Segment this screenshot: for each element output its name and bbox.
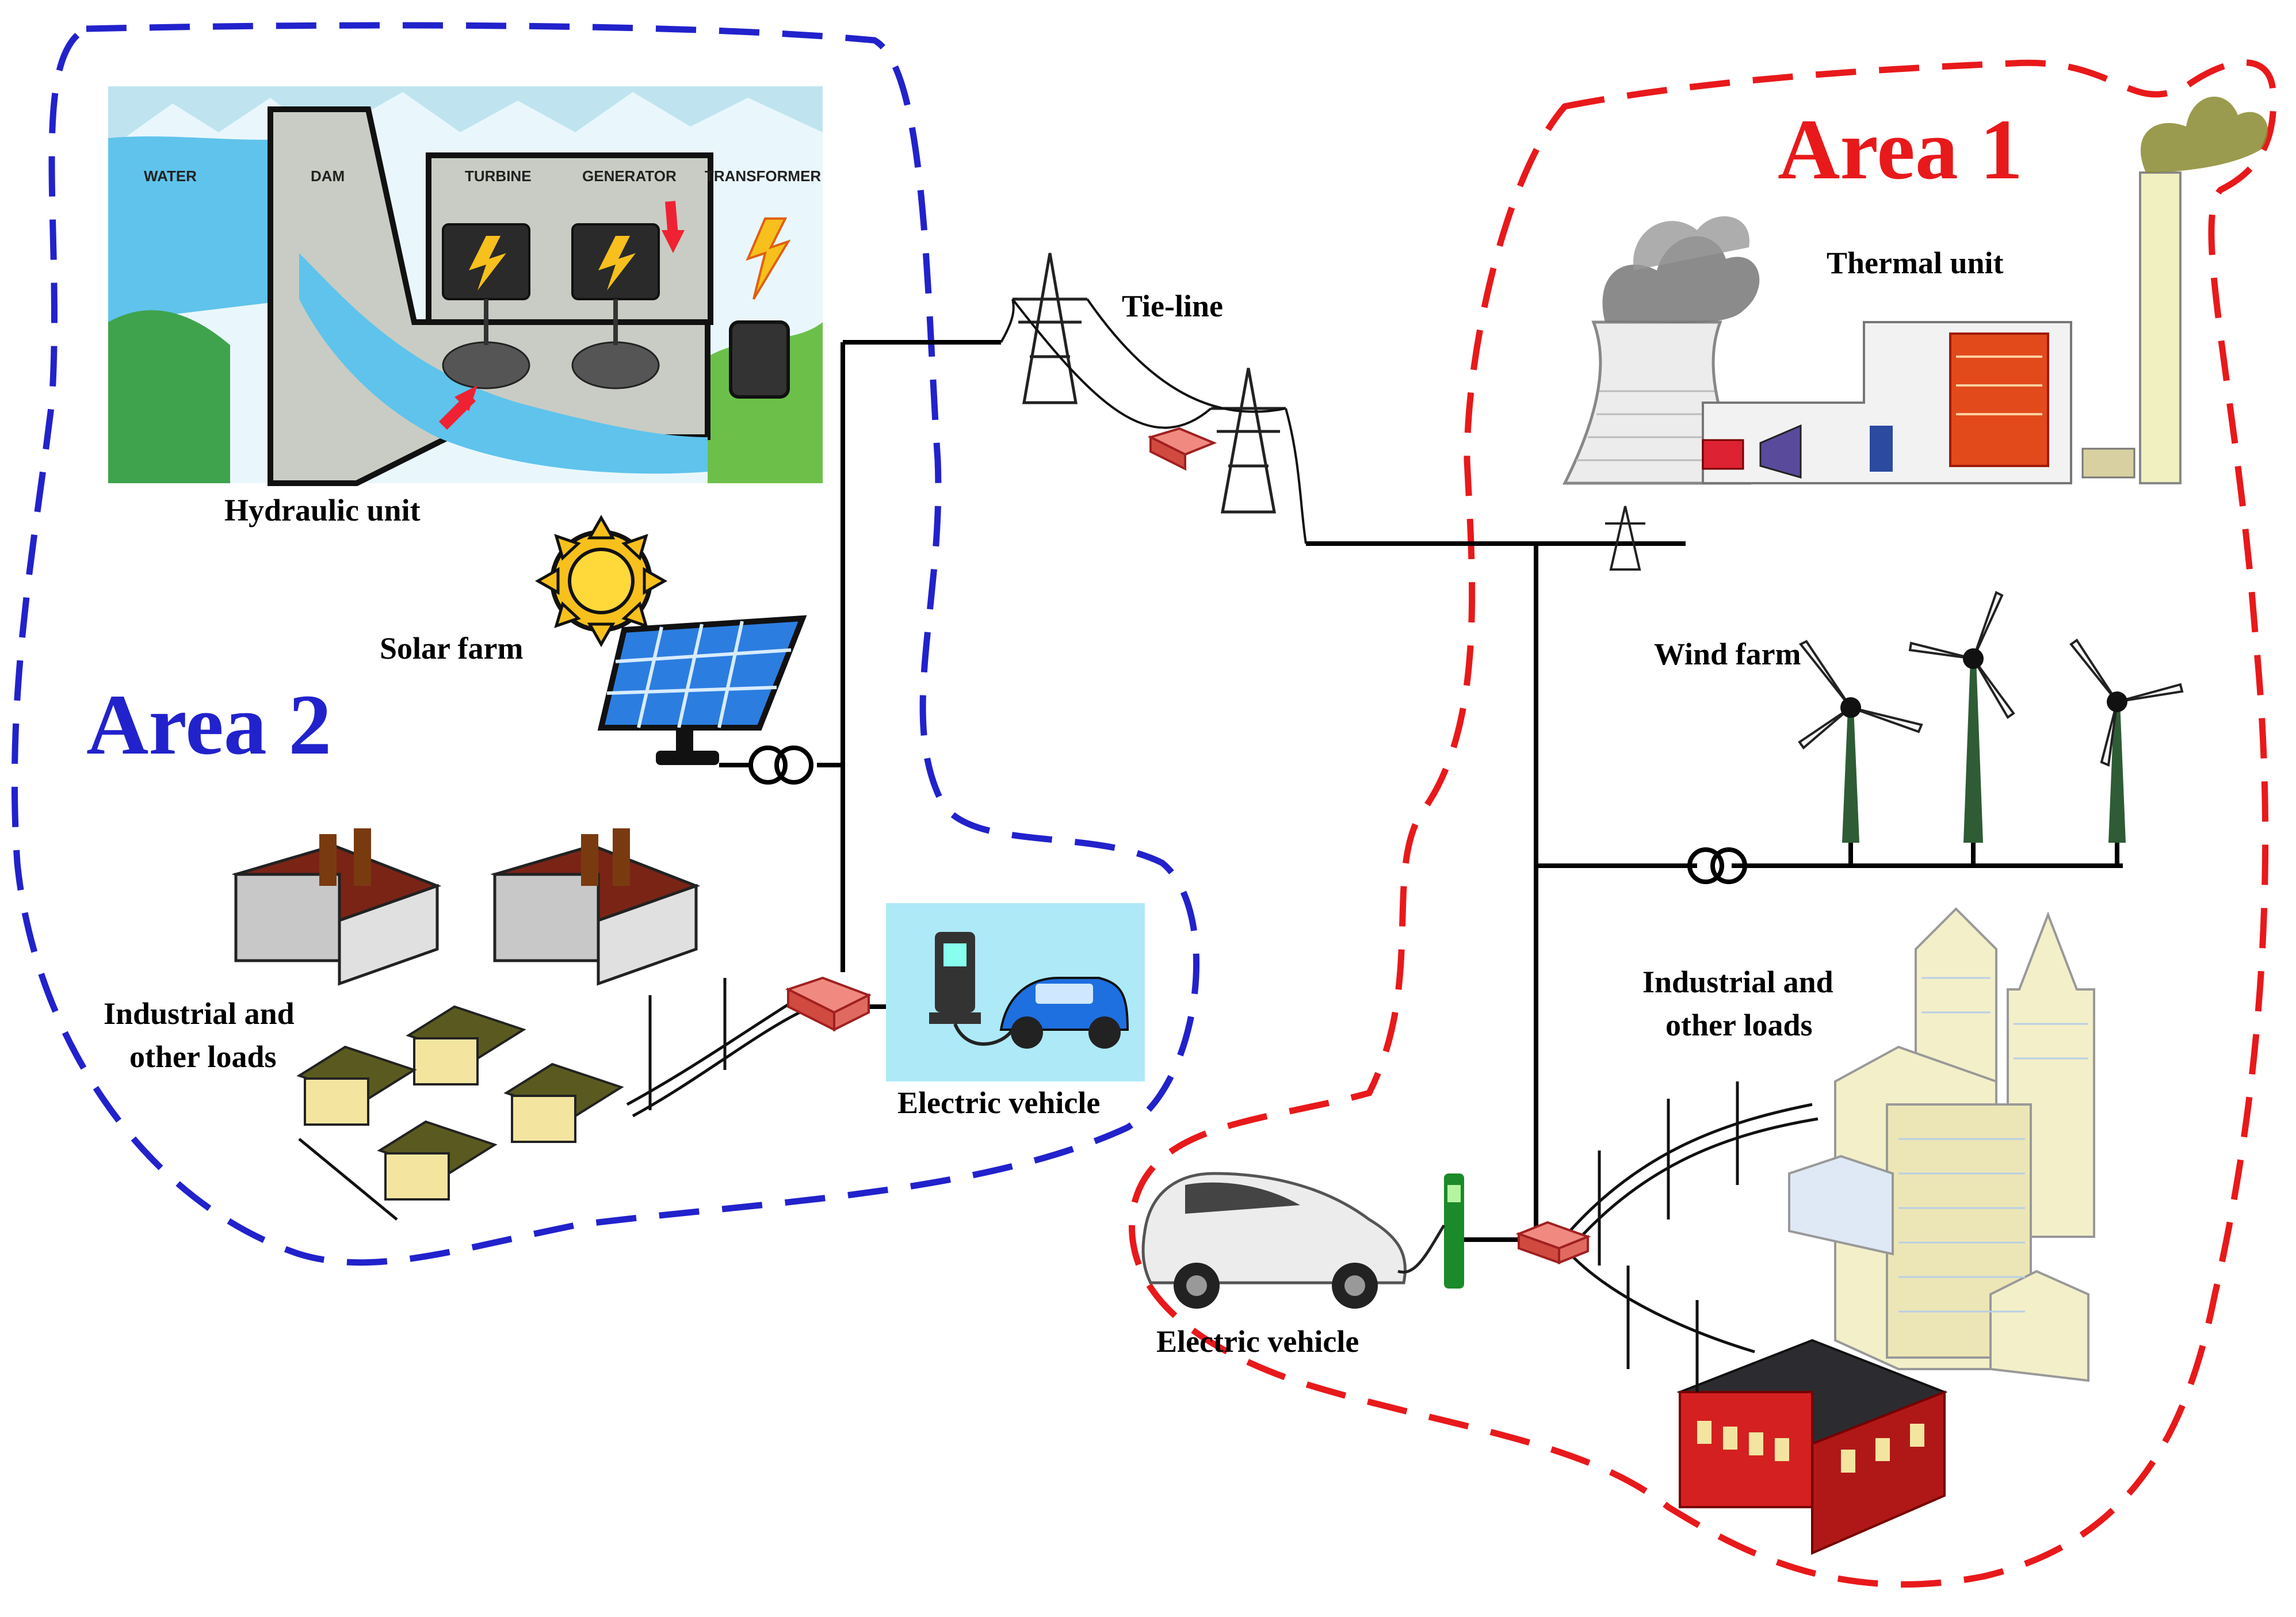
wind-turbine-icon (1908, 591, 2015, 866)
solar-panel-icon (597, 615, 807, 765)
junction-box-icon (785, 976, 872, 1032)
solar-label: Solar farm (380, 631, 523, 666)
area1-title: Area 1 (1778, 102, 2023, 197)
hydro-caption: Hydraulic unit (224, 493, 421, 527)
distribution-lines-area2 (298, 978, 801, 1221)
area2-ev-label: Electric vehicle (897, 1085, 1100, 1120)
house-icon (503, 1062, 624, 1143)
area2-title: Area 2 (86, 677, 331, 773)
ev-charger-icon (929, 932, 1014, 1046)
sun-icon (534, 514, 668, 648)
wind-label: Wind farm (1654, 637, 1801, 671)
wind-turbine-icon (2069, 639, 2184, 866)
transformer-icon (719, 746, 813, 785)
house-icon (406, 1005, 526, 1085)
skyscraper-icon (1788, 907, 2095, 1382)
factory-icon (490, 828, 701, 986)
thermal-label: Thermal unit (1827, 246, 2004, 280)
hydro-label-dam: DAM (311, 167, 345, 185)
hydro-label-transformer: TRANSFORMER (705, 167, 821, 185)
area1-boundary (1128, 59, 2276, 1588)
factory-icon (231, 828, 442, 986)
transmission-tower-icon (1605, 506, 1645, 571)
hydro-label-generator: GENERATOR (582, 167, 677, 185)
house-icon (296, 1045, 417, 1126)
hydro-plant-icon: WATER DAM TURBINE GENERATOR TRANSFORMER (108, 86, 823, 486)
area1-loads-line2: other loads (1665, 1008, 1813, 1042)
transmission-tower-icon (1211, 368, 1286, 514)
area2-boundary (11, 22, 1200, 1266)
area1-ev-label: Electric vehicle (1156, 1324, 1359, 1359)
wind-turbine-icon (1798, 640, 1923, 866)
factory-icon (1676, 1339, 1948, 1555)
area2-loads-line2: other loads (129, 1039, 277, 1074)
area1-loads-line1: Industrial and (1642, 965, 1833, 999)
distribution-lines-area1 (1564, 1081, 1819, 1392)
car-icon (1141, 1172, 1407, 1309)
thermal-plant-icon (1702, 321, 2135, 484)
area2-loads-line1: Industrial and (104, 996, 295, 1031)
house-icon (377, 1120, 498, 1201)
transmission-tower-icon (1013, 253, 1087, 404)
junction-box-icon (1515, 1221, 1591, 1264)
tie-line-conductors (1000, 298, 1307, 544)
ev-charger-icon (1397, 1173, 1464, 1289)
chimney-icon (2139, 96, 2268, 484)
car-icon (999, 977, 1129, 1049)
transformer-icon (1687, 847, 1747, 884)
hydro-label-water: WATER (144, 167, 197, 185)
hydro-label-turbine: TURBINE (465, 167, 532, 185)
tie-line-label: Tie-line (1122, 289, 1223, 323)
junction-box-icon (1147, 427, 1217, 471)
